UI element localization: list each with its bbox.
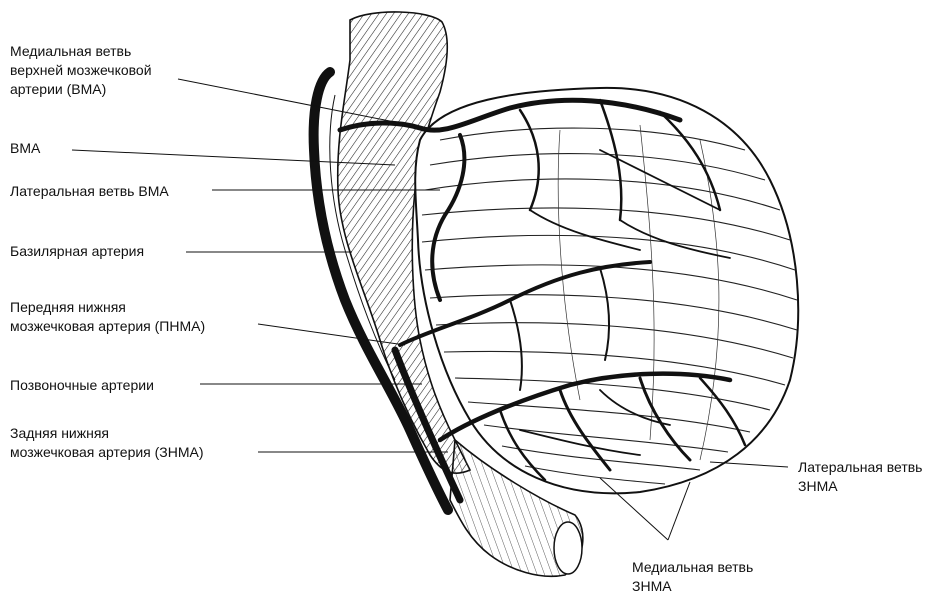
label-pica-line1: Задняя нижняя [10,424,204,443]
label-sca-medial-line3: артерии (ВМА) [10,80,152,99]
label-basilar-artery: Базилярная артерия [10,242,144,261]
label-pica-medial-line1: Медиальная ветвь [632,558,753,577]
label-pica-medial-line2: ЗНМА [632,577,753,596]
leader-pica-medial-b [668,482,690,540]
label-pica: Задняя нижняя мозжечковая артерия (ЗНМА) [10,424,204,462]
label-aica-line2: мозжечковая артерия (ПНМА) [10,317,205,336]
label-pica-medial: Медиальная ветвь ЗНМА [632,558,753,596]
label-pica-lateral-line1: Латеральная ветвь [798,458,922,477]
label-aica-line1: Передняя нижняя [10,298,205,317]
label-sca: ВМА [10,139,40,158]
label-pica-lateral: Латеральная ветвь ЗНМА [798,458,922,496]
label-aica: Передняя нижняя мозжечковая артерия (ПНМ… [10,298,205,336]
label-pica-line2: мозжечковая артерия (ЗНМА) [10,443,204,462]
label-sca-medial: Медиальная ветвь верхней мозжечковой арт… [10,42,152,99]
label-pica-lateral-line2: ЗНМА [798,477,922,496]
label-sca-lateral: Латеральная ветвь ВМА [10,182,169,201]
label-sca-medial-line2: верхней мозжечковой [10,61,152,80]
label-sca-medial-line1: Медиальная ветвь [10,42,152,61]
label-vertebral-arteries: Позвоночные артерии [10,376,154,395]
